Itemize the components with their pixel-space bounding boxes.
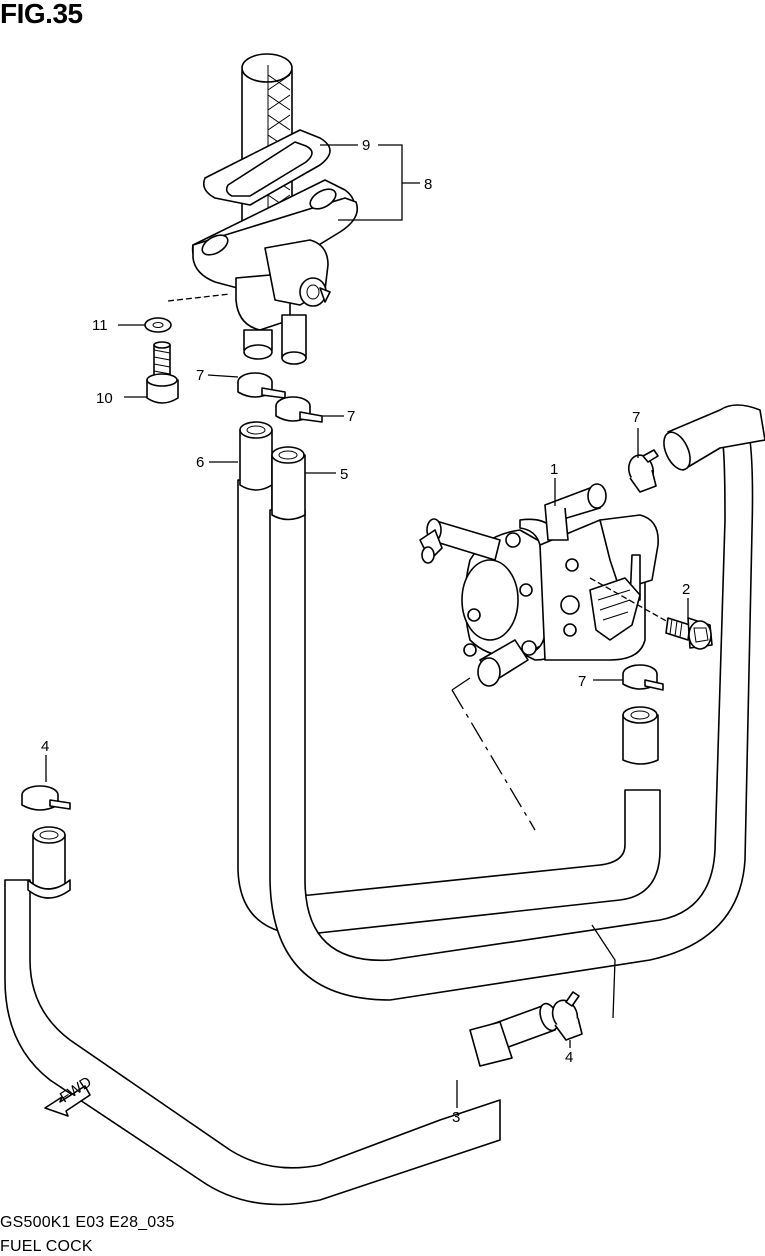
fuel-pump-1[interactable] [419,483,659,687]
callout-6[interactable]: 6 [196,454,204,471]
callout-7-c[interactable]: 7 [632,409,640,426]
clamp-7-b[interactable] [275,396,323,423]
callout-1[interactable]: 1 [550,461,558,478]
hose-3[interactable] [4,826,561,1206]
callout-7-a[interactable]: 7 [196,367,204,384]
clamp-7-a[interactable] [237,372,286,399]
figure-name: FUEL COCK [0,1238,93,1255]
fuel-cock-assembly[interactable] [191,53,359,365]
callout-3[interactable]: 3 [452,1109,460,1126]
clamp-7-c[interactable] [626,449,659,493]
callout-8[interactable]: 8 [424,176,432,193]
washer-11[interactable] [144,317,172,333]
callout-5[interactable]: 5 [340,466,348,483]
clamp-7-d[interactable] [622,664,664,691]
clamp-4-a[interactable] [21,785,71,811]
callout-11[interactable]: 11 [92,317,108,334]
callout-9[interactable]: 9 [362,137,370,154]
callout-7-b[interactable]: 7 [347,408,355,425]
callout-4-b[interactable]: 4 [565,1049,573,1066]
leader-lines [45,144,689,1108]
clamp-4-b[interactable] [549,991,583,1041]
screw-2[interactable] [665,617,713,650]
callout-7-d[interactable]: 7 [578,673,586,690]
callout-4-a[interactable]: 4 [41,738,49,755]
callout-2[interactable]: 2 [682,581,690,598]
fwd-arrow-icon [44,1085,91,1117]
figure-title: FIG.35 [0,0,83,29]
bolt-10[interactable] [146,341,179,404]
callout-10[interactable]: 10 [96,390,113,407]
figure-code: GS500K1 E03 E28_035 [0,1214,175,1231]
hose-5[interactable] [269,404,765,1001]
